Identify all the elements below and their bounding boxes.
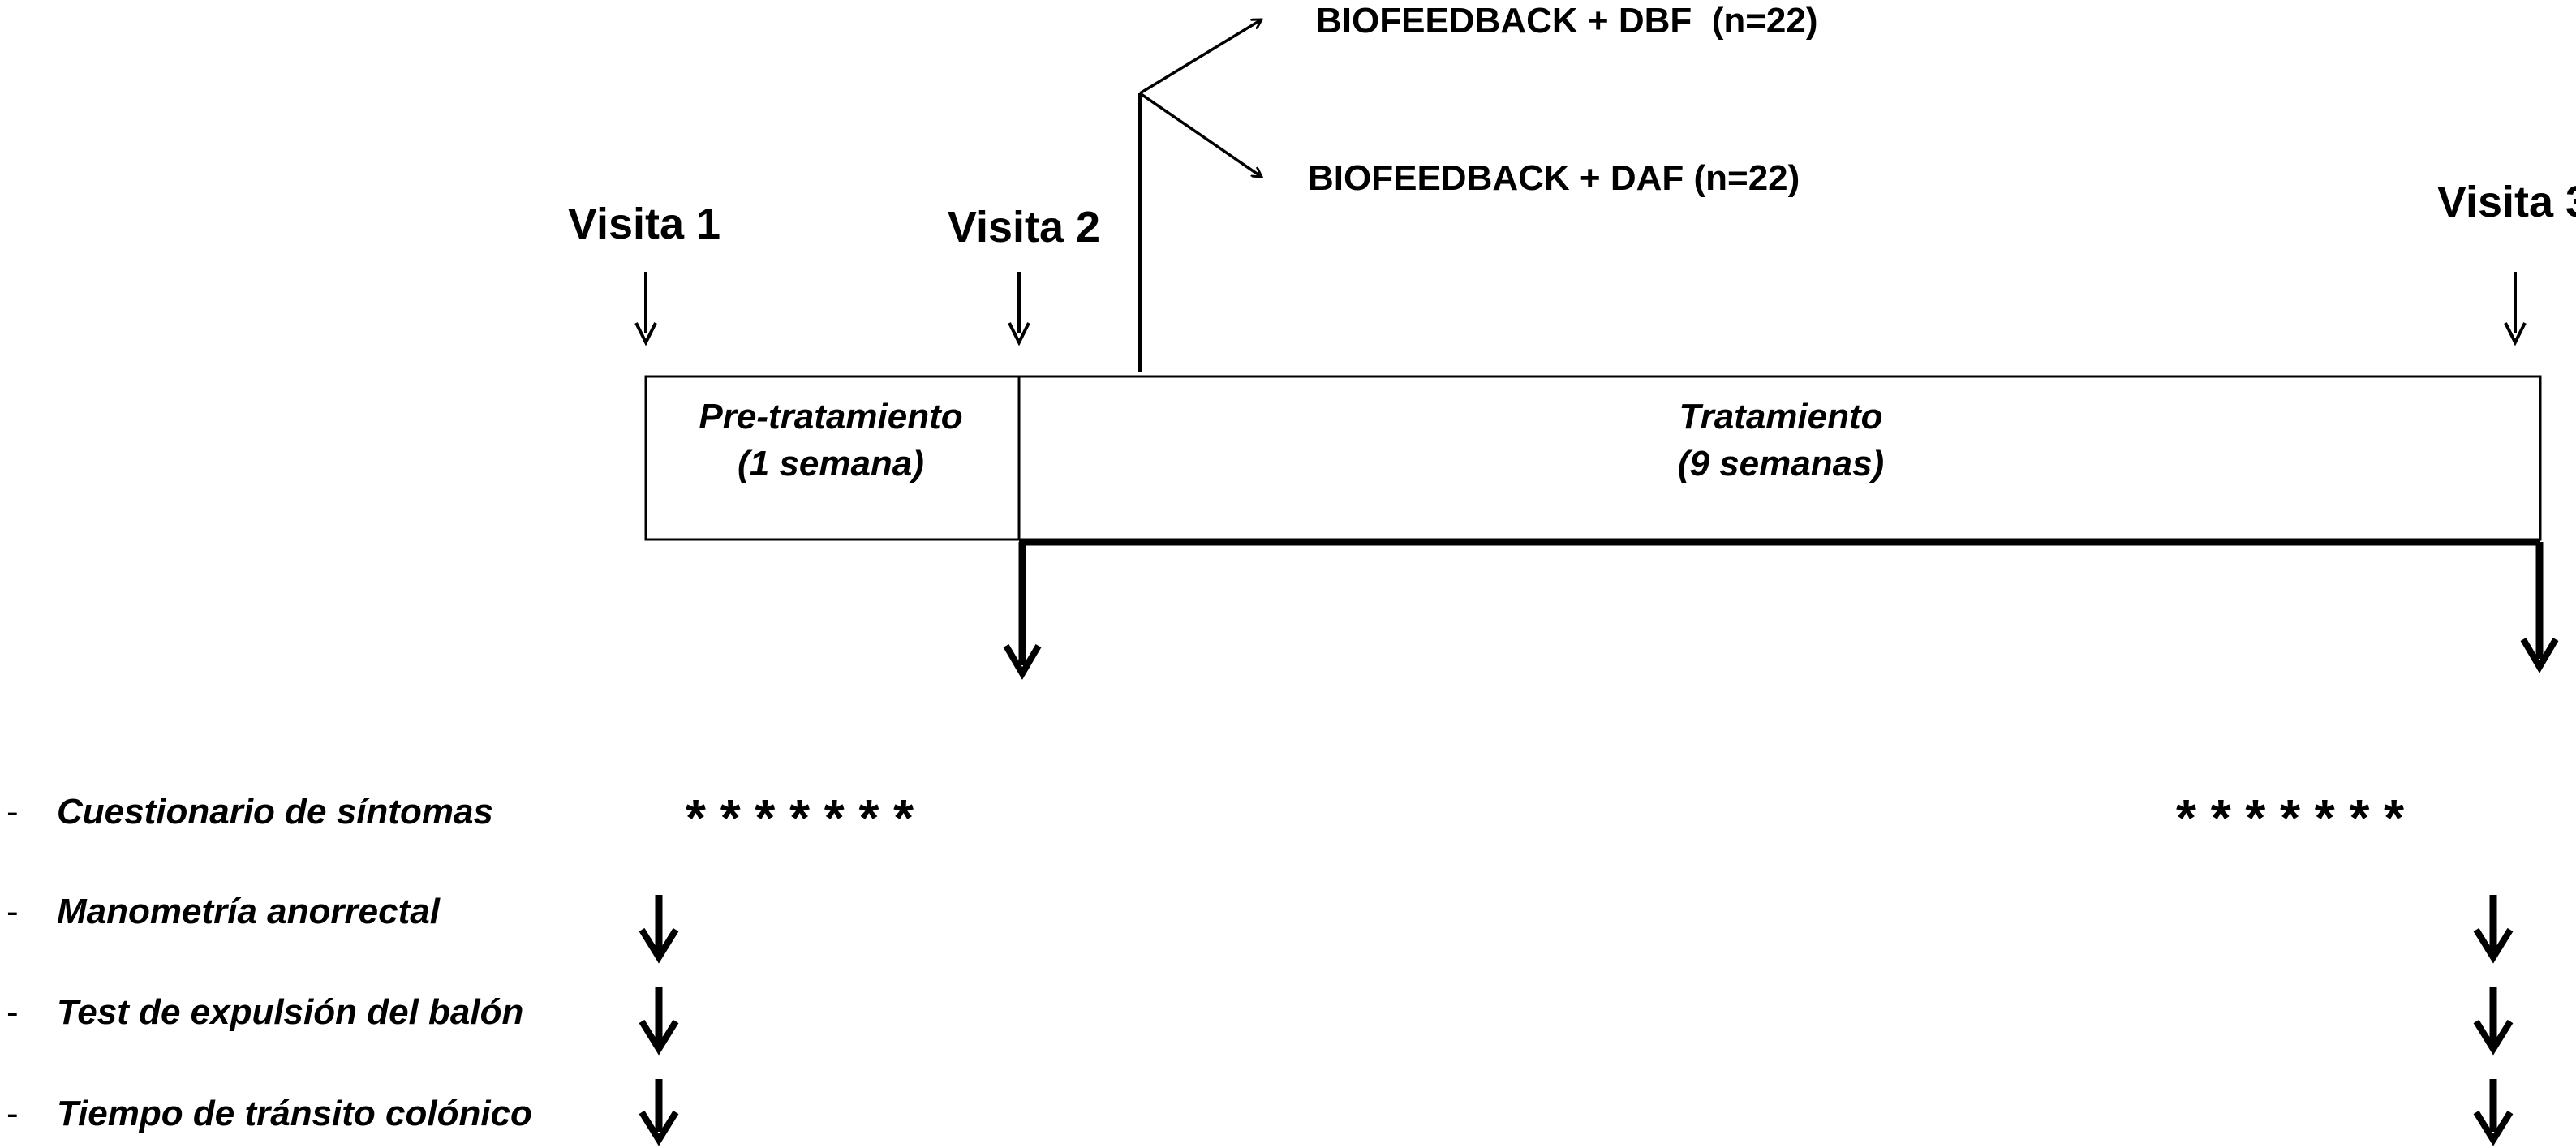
visit-1-arrow (634, 272, 657, 346)
treatment-duration: (9 semanas) (1678, 444, 1884, 484)
assessment-4-dash: - (6, 1094, 19, 1133)
assessment-3-arrow-baseline (639, 987, 679, 1056)
pre-treatment-duration: (1 semana) (738, 444, 924, 484)
assessment-2-dash: - (6, 892, 19, 931)
assessment-3-dash: - (6, 992, 19, 1032)
assessment-4-arrow-final (2473, 1079, 2514, 1146)
branch-arrow-upper (1139, 19, 1262, 95)
pre-treatment-box (644, 375, 1021, 541)
assessment-1-markers-final: * * * * * * * (2176, 789, 2404, 847)
assessment-2-arrow-baseline (639, 895, 679, 964)
branch-arrow-lower (1139, 92, 1262, 177)
visit-3-label: Visita 3 (2437, 178, 2576, 226)
visit-2-arrow (1008, 272, 1030, 346)
assessment-4-arrow-baseline (639, 1079, 679, 1146)
treatment-start-arrow (1003, 542, 1042, 680)
branch-label-lower: BIOFEEDBACK + DAF (n=22) (1308, 158, 1800, 198)
treatment-title: Tratamiento (1679, 397, 1882, 436)
visit-1-label: Visita 1 (568, 200, 720, 248)
pre-treatment-title: Pre-tratamiento (699, 397, 962, 436)
visit-3-arrow (2504, 272, 2527, 346)
assessment-1-label: Cuestionario de síntomas (57, 792, 493, 832)
treatment-end-arrow (2520, 542, 2559, 673)
assessment-3-label: Test de expulsión del balón (57, 992, 523, 1032)
assessment-2-label: Manometría anorrectal (57, 892, 441, 931)
assessment-3-arrow-final (2473, 987, 2514, 1056)
assessment-1-markers-baseline: * * * * * * * (686, 789, 914, 847)
visit-2-label: Visita 2 (948, 203, 1100, 252)
branch-label-upper: BIOFEEDBACK + DBF (n=22) (1316, 1, 1818, 41)
assessment-4-label: Tiempo de tránsito colónico (57, 1094, 532, 1133)
assessment-1-dash: - (6, 792, 19, 832)
assessment-2-arrow-final (2473, 895, 2514, 964)
